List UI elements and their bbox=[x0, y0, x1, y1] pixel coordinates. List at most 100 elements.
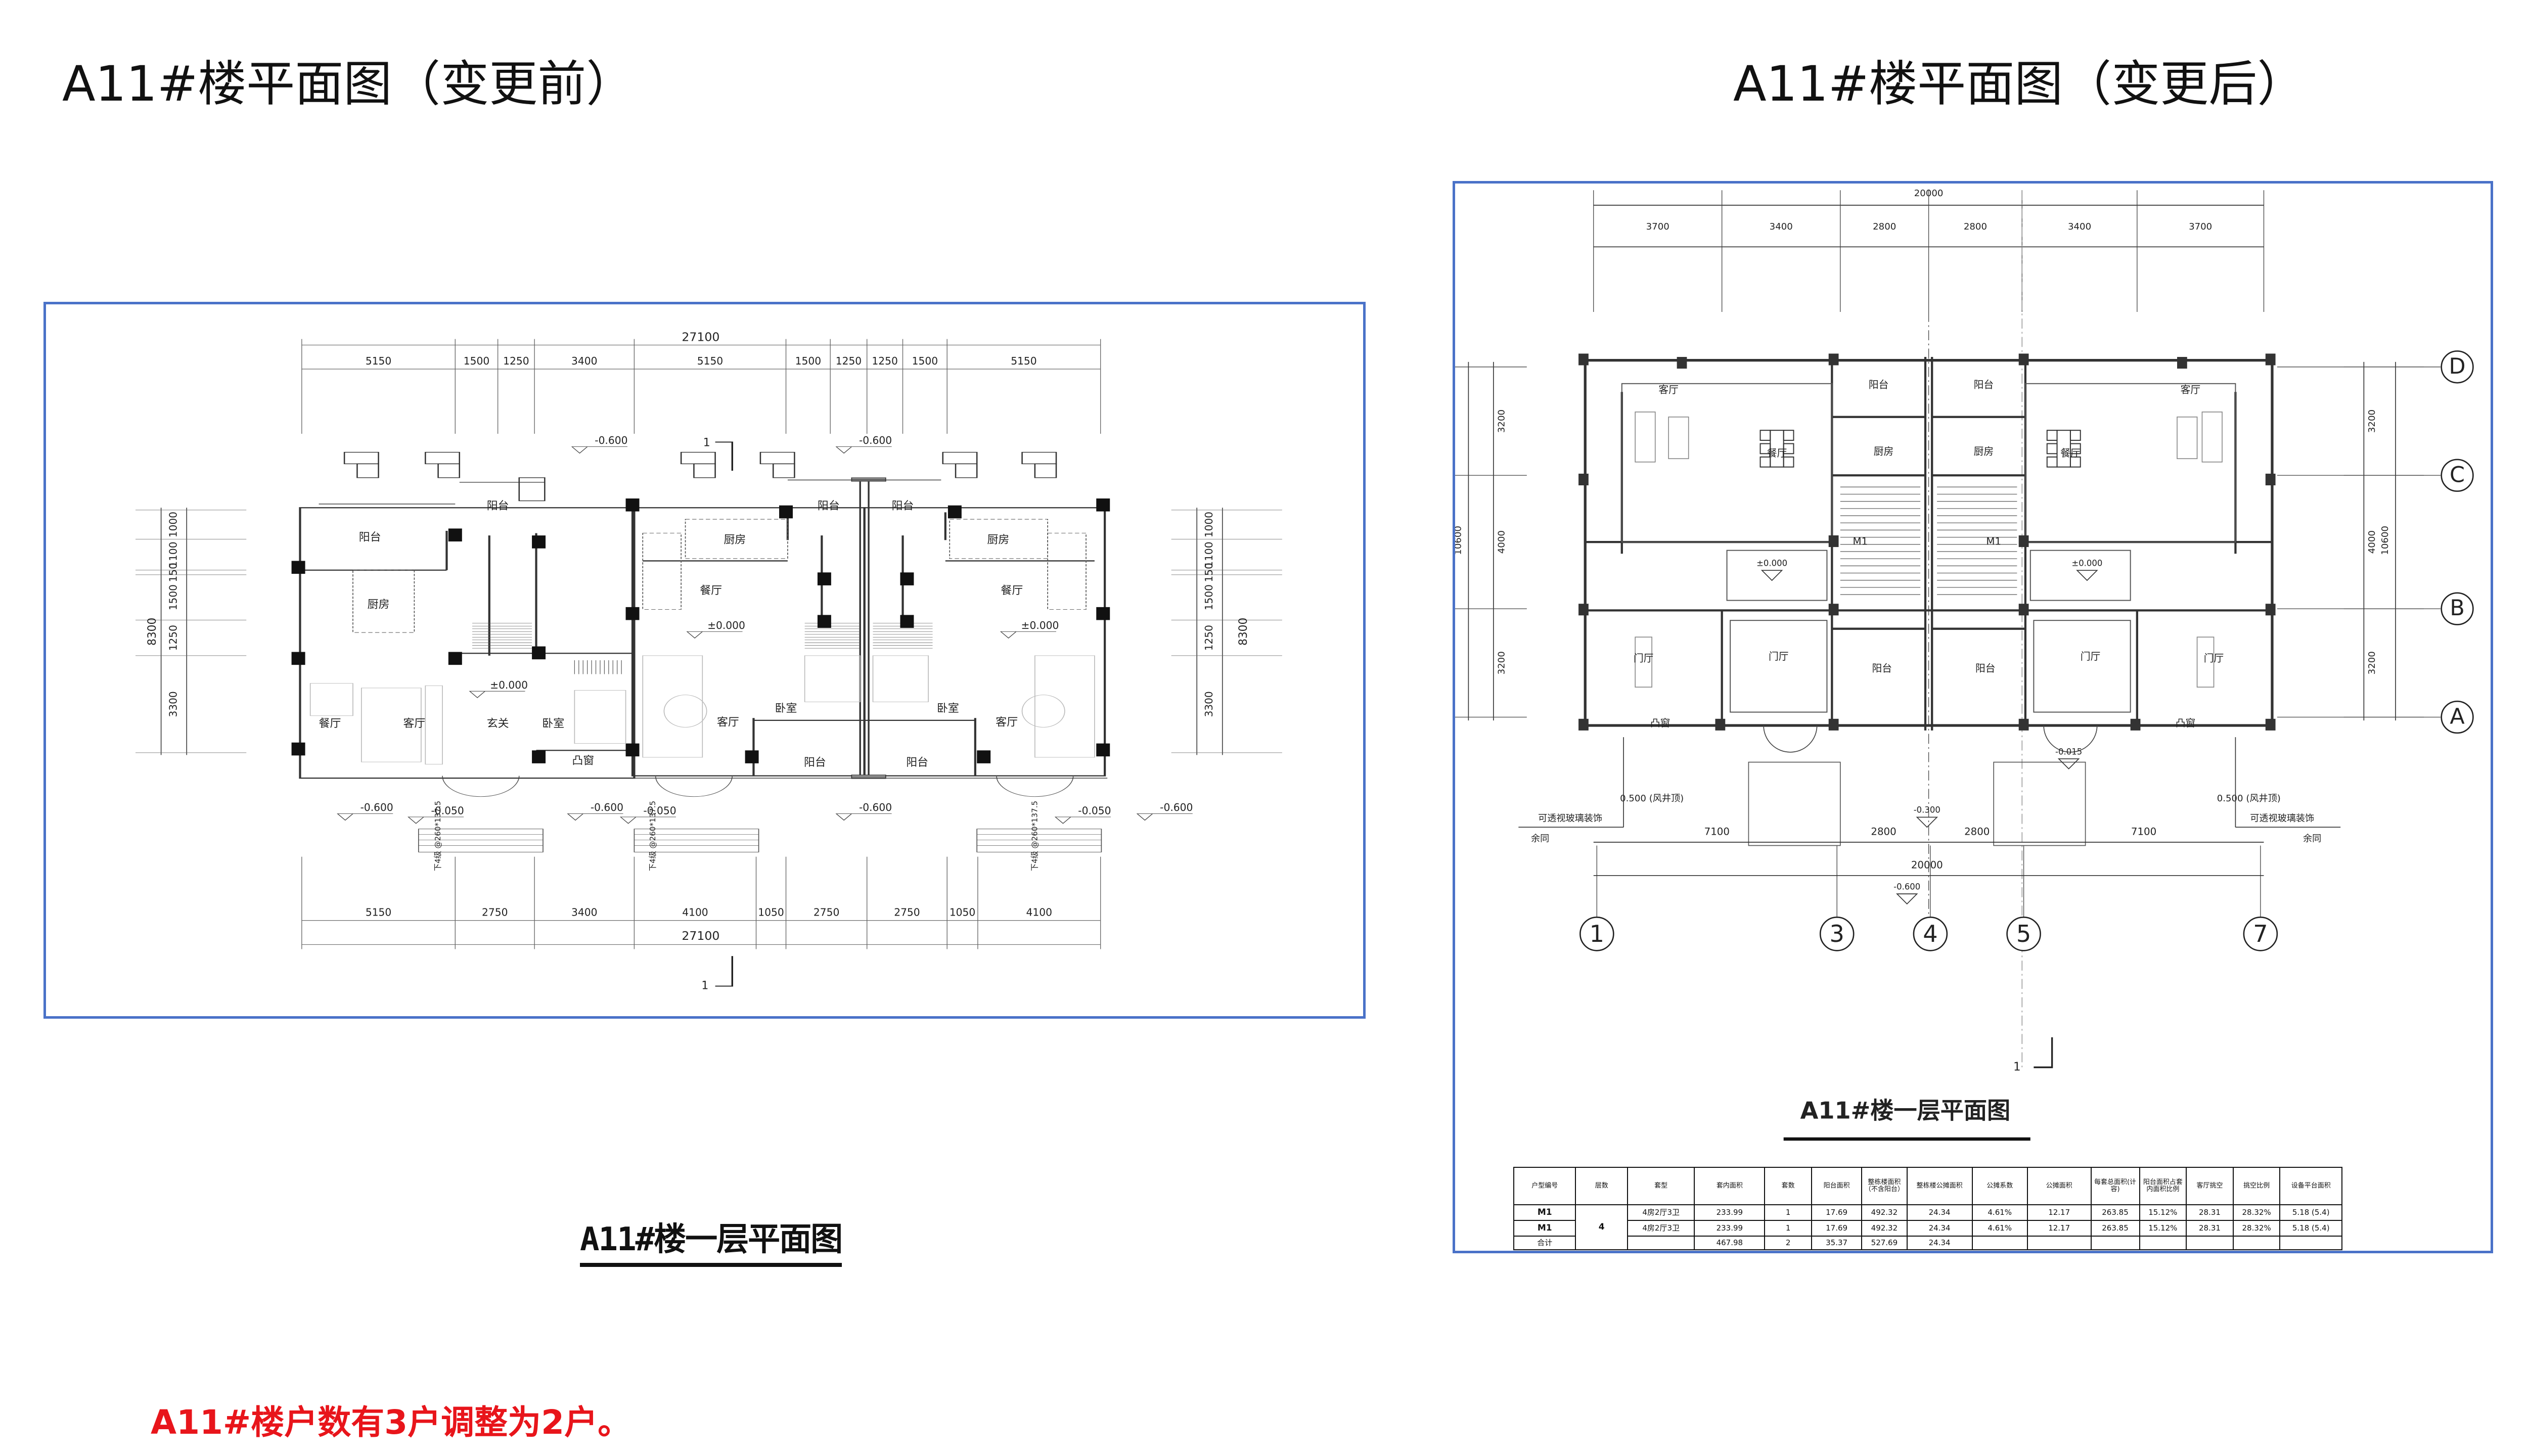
dimension-label: 1250 bbox=[167, 625, 179, 651]
room-label: 卧室 bbox=[775, 702, 797, 715]
column bbox=[448, 652, 462, 665]
axis-bubble bbox=[1913, 916, 1948, 951]
column bbox=[1828, 718, 1839, 731]
unit-area-table: 户型编号层数套型套内面积套数阳台面积整栋楼面积（不含阳台）整栋楼公摊面积公摊系数… bbox=[1513, 1167, 2342, 1250]
elevation-label: -0.600 bbox=[591, 801, 623, 813]
dining-table bbox=[1770, 430, 1784, 468]
table-cell: 4房2厅3卫 bbox=[1627, 1219, 1695, 1237]
column bbox=[817, 572, 831, 585]
column bbox=[745, 750, 759, 763]
furniture bbox=[1635, 636, 1652, 688]
balcony-pier bbox=[1034, 463, 1057, 478]
table-cell: 24.34 bbox=[1906, 1219, 1973, 1237]
dimension-label: 5150 bbox=[1011, 355, 1036, 367]
door-swing bbox=[996, 776, 1035, 797]
room-label: 阳台 bbox=[1869, 379, 1889, 391]
balcony-pier bbox=[693, 463, 716, 478]
table-header-cell: 阳台面积占套内面积比例 bbox=[2139, 1167, 2187, 1205]
balcony-pier bbox=[1021, 451, 1057, 465]
entry-steps bbox=[976, 829, 1102, 852]
table-cell: 28.31 bbox=[2186, 1204, 2234, 1221]
wall bbox=[518, 477, 546, 502]
column bbox=[2265, 718, 2276, 731]
column bbox=[448, 528, 462, 542]
table-cell bbox=[2026, 1235, 2092, 1250]
dining-chair bbox=[2046, 443, 2058, 454]
title-after: A11#楼平面图（变更后） bbox=[1733, 56, 2306, 112]
axis-label: 3 bbox=[1830, 920, 1844, 947]
column bbox=[291, 652, 305, 665]
dimension-label: 2750 bbox=[814, 906, 839, 919]
dimension-label: 2800 bbox=[1873, 221, 1896, 232]
column bbox=[625, 498, 640, 512]
annotation-label: 余同 bbox=[1531, 833, 1549, 844]
axis-bubble bbox=[2441, 350, 2474, 384]
table-cell: 492.32 bbox=[1861, 1219, 1908, 1237]
elevation-label: -0.050 bbox=[643, 805, 676, 817]
room-label: 客厅 bbox=[996, 716, 1018, 729]
table-cell: 35.37 bbox=[1811, 1235, 1863, 1250]
dimension-label: 1100 bbox=[167, 542, 179, 568]
elevation-marker bbox=[1136, 813, 1193, 821]
elevation-marker bbox=[1760, 570, 1783, 581]
elevation-marker bbox=[2076, 570, 2098, 581]
axis-label: B bbox=[2450, 596, 2464, 621]
elevation-marker bbox=[619, 816, 676, 824]
table-cell bbox=[2090, 1235, 2140, 1250]
room-label: 客厅 bbox=[717, 716, 739, 729]
balcony-pier bbox=[759, 451, 795, 465]
dimension-label: 1000 bbox=[1203, 512, 1215, 537]
room-label: 厨房 bbox=[1874, 446, 1894, 458]
table-cell: 5.18 (5.4) bbox=[2279, 1219, 2342, 1237]
column bbox=[900, 615, 914, 628]
table-header-cell: 每套总面积(计容) bbox=[2090, 1167, 2140, 1205]
annotation-label: 可透视玻璃装饰 bbox=[2250, 813, 2314, 824]
annotation-label: 余同 bbox=[2303, 833, 2321, 844]
section-mark-label: 1 bbox=[703, 436, 710, 449]
table-cell bbox=[2186, 1235, 2234, 1250]
section-mark bbox=[715, 956, 733, 987]
axis-label: 4 bbox=[1923, 920, 1937, 947]
elevation-label: -0.600 bbox=[1160, 801, 1193, 813]
unit-outline bbox=[299, 507, 636, 779]
table-cell bbox=[2279, 1235, 2342, 1250]
kitchen-box bbox=[642, 533, 682, 610]
column bbox=[1677, 357, 1687, 369]
column bbox=[1578, 604, 1589, 616]
balcony-pier bbox=[942, 451, 978, 465]
door-swing bbox=[1034, 776, 1074, 797]
column bbox=[2018, 535, 2029, 548]
room-label: 门厅 bbox=[2081, 651, 2101, 662]
room-label: 餐厅 bbox=[2060, 447, 2081, 459]
table-cell bbox=[2232, 1235, 2281, 1250]
table-header-cell: 层数 bbox=[1575, 1167, 1628, 1205]
elevation-marker bbox=[1000, 631, 1057, 639]
table-cell: 263.85 bbox=[2090, 1204, 2140, 1221]
dimension-label: 2800 bbox=[1964, 221, 1987, 232]
elevation-marker bbox=[337, 813, 393, 821]
room-label: 凸窗 bbox=[1650, 717, 1671, 729]
axis-bubble bbox=[1819, 916, 1855, 951]
axis-bubble bbox=[2441, 700, 2474, 734]
stairs-note: 下4级 @260*137.5 bbox=[1030, 801, 1039, 871]
column bbox=[625, 607, 640, 620]
stairs-note: 下4级 @260*137.5 bbox=[648, 801, 657, 871]
furniture bbox=[872, 655, 929, 702]
table-header-cell: 设备平台面积 bbox=[2279, 1167, 2342, 1205]
dimension-label: 3200 bbox=[1496, 410, 1507, 433]
dimension-label: 1500 bbox=[912, 355, 938, 367]
table-cell: 28.32% bbox=[2232, 1204, 2281, 1221]
elevation-marker bbox=[835, 446, 892, 454]
elevation-label: -0.050 bbox=[1078, 805, 1111, 817]
room-label: M1 bbox=[1853, 536, 1868, 548]
section-mark bbox=[2034, 1037, 2053, 1068]
dimension-label: 10600 bbox=[1455, 526, 1464, 555]
column bbox=[2177, 357, 2187, 369]
table-cell: 28.32% bbox=[2232, 1219, 2281, 1237]
axis-bubble bbox=[2243, 916, 2278, 951]
room-label: 厨房 bbox=[1974, 446, 1994, 458]
dimension-label: 1050 bbox=[950, 906, 975, 919]
